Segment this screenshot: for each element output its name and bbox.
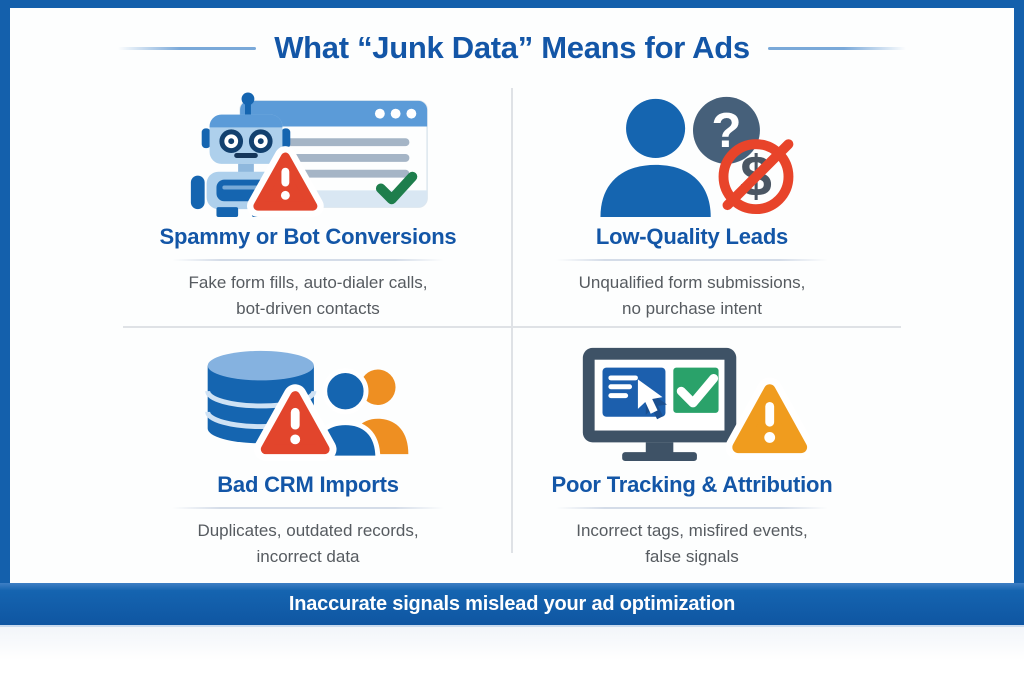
- title-left-rule: [118, 46, 257, 50]
- quadrant-description: Fake form fills, auto-dialer calls, bot-…: [188, 270, 427, 322]
- footer-banner: Inaccurate signals mislead your ad optim…: [0, 583, 1024, 627]
- person-question-no-money-icon: ? $: [585, 88, 800, 220]
- frame-top-border: [0, 0, 1024, 8]
- description-line-1: Duplicates, outdated records,: [197, 521, 419, 540]
- quadrant-low-quality-leads: ? $ Low-Quality Leads Unqualified form s…: [517, 88, 867, 322]
- database-warning-people-icon: [198, 336, 418, 468]
- monitor-tracking-warning-icon: [575, 336, 810, 468]
- quadrant-bad-crm-imports: Bad CRM Imports Duplicates, outdated rec…: [128, 336, 488, 570]
- banner-text: Inaccurate signals mislead your ad optim…: [288, 592, 736, 615]
- heading-rule: [556, 507, 828, 509]
- description-line-2: bot-driven contacts: [236, 299, 380, 318]
- description-line-1: Incorrect tags, misfired events,: [576, 521, 808, 540]
- title-right-rule: [767, 46, 906, 50]
- database-warning-people-svg: [205, 350, 409, 462]
- robot-browser-warning-svg: [190, 92, 428, 217]
- person-question-no-money-svg: ? $: [599, 96, 793, 217]
- heading-rule: [172, 259, 444, 261]
- robot-browser-warning-icon: [181, 88, 436, 220]
- horizontal-divider: [123, 326, 901, 328]
- heading-rule: [172, 507, 444, 509]
- description-line-1: Fake form fills, auto-dialer calls,: [188, 273, 428, 292]
- description-line-2: incorrect data: [256, 547, 360, 566]
- monitor-tracking-warning-svg: [582, 347, 810, 462]
- quadrant-description: Duplicates, outdated records, incorrect …: [197, 518, 418, 570]
- description-line-2: no purchase intent: [622, 299, 762, 318]
- frame-left-border: [0, 0, 10, 583]
- frame-right-border: [1014, 0, 1024, 583]
- quadrant-spammy-bot-conversions: Spammy or Bot Conversions Fake form fill…: [128, 88, 488, 322]
- description-line-2: false signals: [645, 547, 739, 566]
- quadrant-heading: Poor Tracking & Attribution: [551, 472, 833, 497]
- quadrant-poor-tracking-attribution: Poor Tracking & Attribution Incorrect ta…: [517, 336, 867, 570]
- quadrant-heading: Spammy or Bot Conversions: [159, 224, 457, 249]
- quadrant-description: Unqualified form submissions, no purchas…: [579, 270, 806, 322]
- heading-rule: [556, 259, 828, 261]
- title-row: What “Junk Data” Means for Ads: [0, 24, 1024, 72]
- page-title: What “Junk Data” Means for Ads: [274, 30, 750, 65]
- quadrant-heading: Low-Quality Leads: [595, 224, 789, 249]
- quadrant-heading: Bad CRM Imports: [217, 472, 399, 497]
- vertical-divider: [511, 88, 513, 553]
- bottom-margin: [0, 627, 1024, 683]
- quadrant-description: Incorrect tags, misfired events, false s…: [576, 518, 807, 570]
- description-line-1: Unqualified form submissions,: [578, 273, 806, 292]
